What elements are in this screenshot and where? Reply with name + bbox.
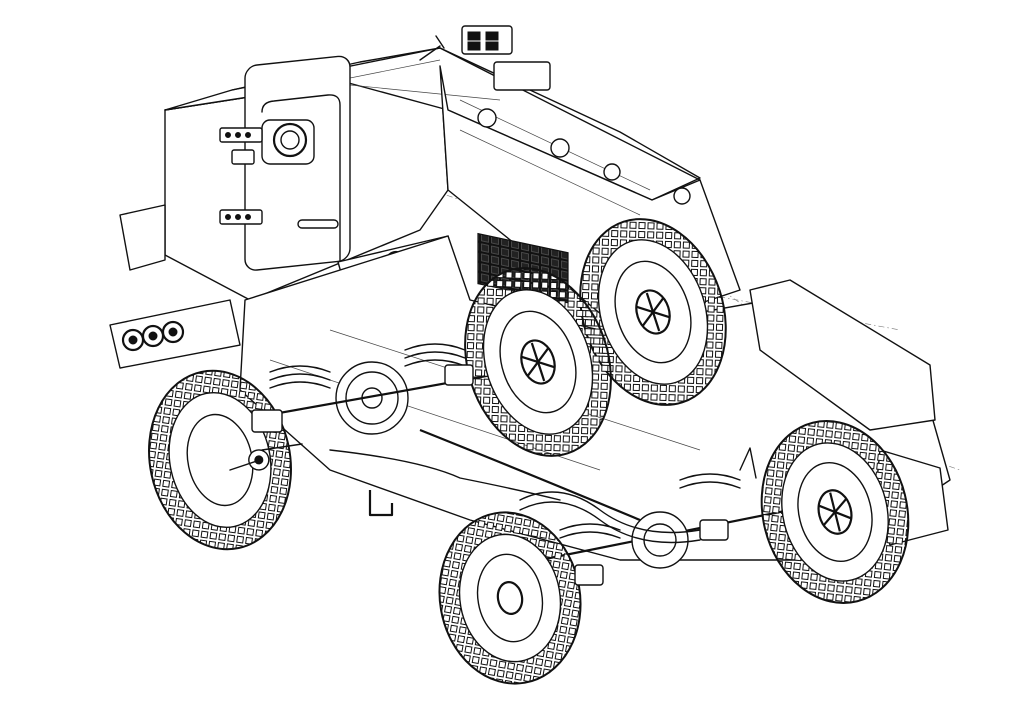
tow-hook [368,490,394,517]
middle-left-wheel [464,267,612,457]
wheels [148,218,910,685]
front-right-wheel [760,420,910,604]
tail-lights-left [121,320,185,352]
door-porthole [272,122,308,158]
drive-shaft [419,428,641,522]
rear-right-wheel [579,218,727,406]
front-left-wheel [438,511,582,685]
leaf-springs [269,343,741,539]
suspension-detail [229,364,757,586]
door-handle [297,219,339,229]
drivetrain [239,343,791,569]
front-differential [631,511,689,569]
side-box-left [119,204,166,271]
roof-equipment [419,25,551,91]
hub-spokes [521,342,555,382]
hub-spokes [818,492,852,532]
hub-spokes [636,292,670,332]
front-fender-box [749,279,936,431]
rear-differential [335,361,409,435]
door-hinges [219,127,263,225]
side-portholes [477,108,691,205]
